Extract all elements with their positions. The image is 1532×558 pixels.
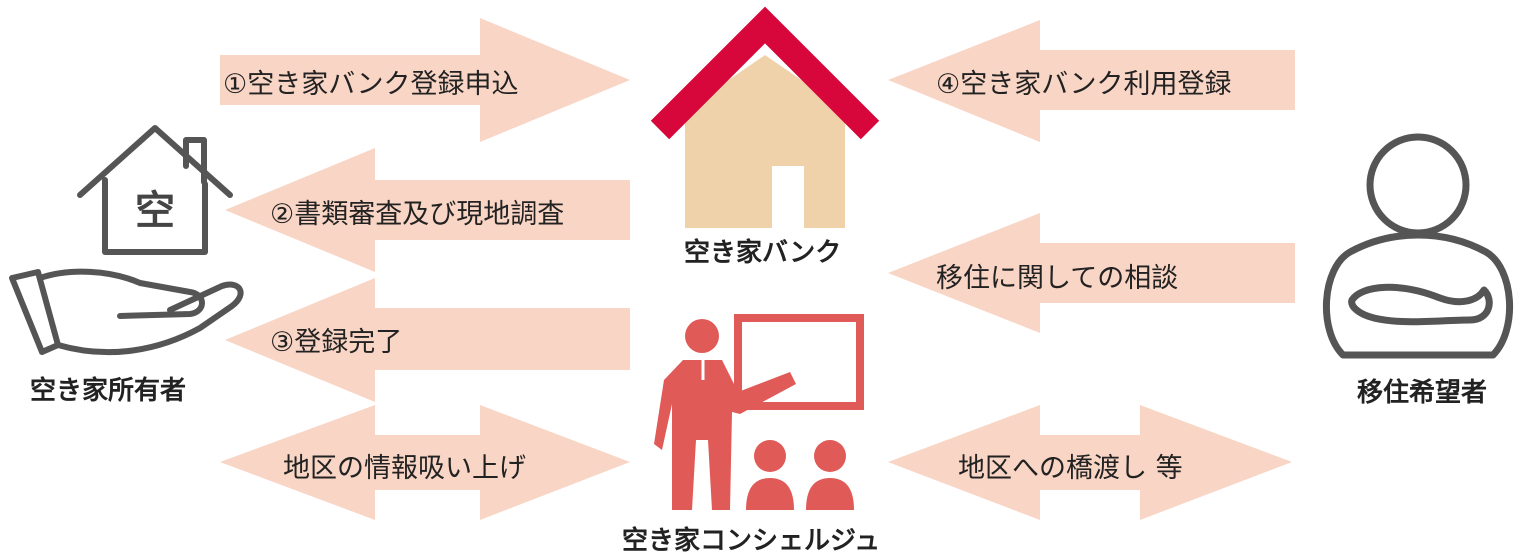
arrow-label-document-review: ②書類審査及び現地調査 [270,199,565,230]
arrow-label-usage-registration: ④空き家バンク利用登録 [936,69,1232,100]
arrow-usage-registration [888,20,1295,142]
concierge-label: 空き家コンシェルジュ [622,526,881,556]
owner-label: 空き家所有者 [30,376,187,406]
house-char: 空 [135,188,175,234]
seeker-label: 移住希望者 [1357,378,1488,408]
house-icon [650,6,880,228]
arrow-label-area-info: 地区の情報吸い上げ [283,453,526,484]
arrow-label-registration-complete: ③登録完了 [270,327,403,358]
arrow-label-register-application: ①空き家バンク登録申込 [223,69,519,100]
arrow-label-relocation-consultation: 移住に関しての相談 [936,263,1179,294]
arrow-bridging [888,405,1292,520]
arrow-label-bridging: 地区への橋渡し 等 [958,453,1183,484]
akiya-bank-label: 空き家バンク [684,238,842,268]
presenter-icon [654,314,864,510]
arrow-relocation-consultation [888,213,1295,333]
arrow-document-review [225,148,630,272]
arrow-registration-complete [225,278,630,402]
arrow-area-info [220,405,630,520]
arrow-register-application [220,18,630,142]
house-in-hand-icon [9,125,244,356]
person-arms-crossed-icon [1322,133,1514,359]
